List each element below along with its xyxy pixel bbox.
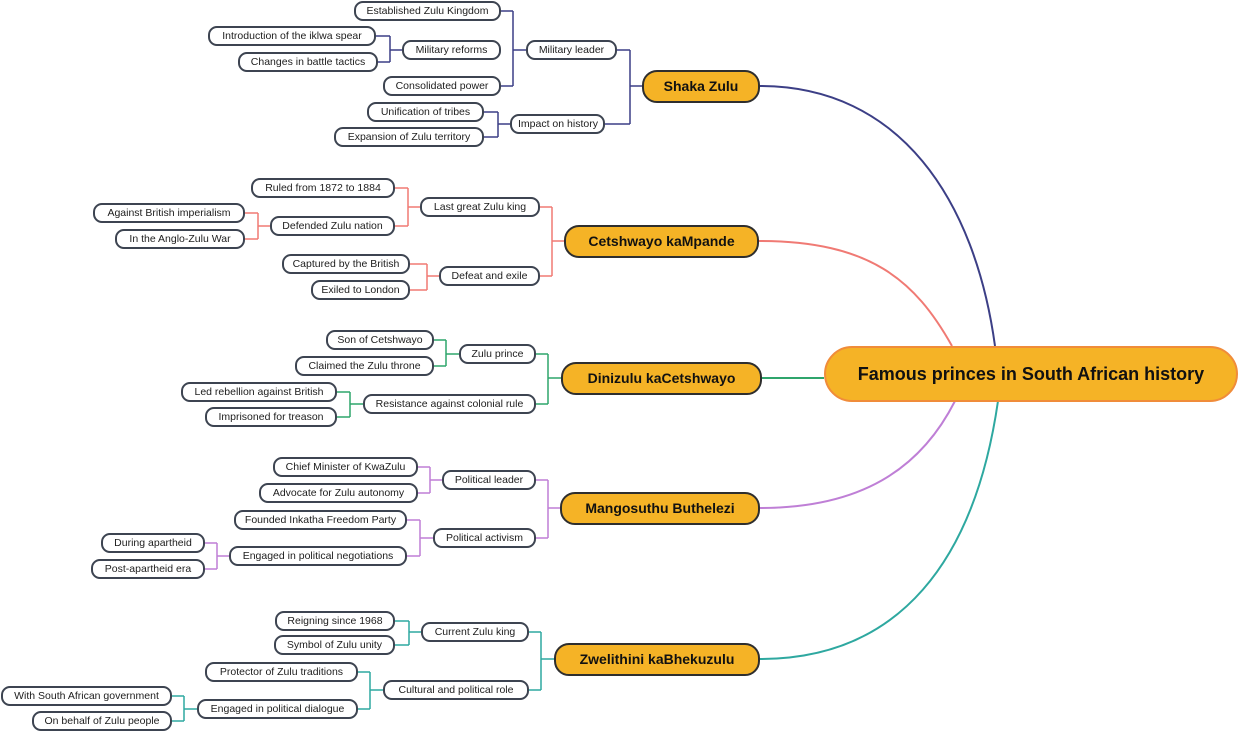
node-ruled-1872-1884[interactable]: Ruled from 1872 to 1884 <box>251 178 395 198</box>
zwelithini-connectors <box>172 620 554 722</box>
node-reigning-since-1968[interactable]: Reigning since 1968 <box>275 611 395 631</box>
node-against-british-imperialism[interactable]: Against British imperialism <box>93 203 245 223</box>
node-symbol-zulu-unity[interactable]: Symbol of Zulu unity <box>274 635 395 655</box>
shaka-connectors <box>376 10 642 138</box>
node-resistance-colonial-rule[interactable]: Resistance against colonial rule <box>363 394 536 414</box>
node-captured-by-british[interactable]: Captured by the British <box>282 254 410 274</box>
connector-root-cetshwayo <box>758 240 953 347</box>
root-topic[interactable]: Famous princes in South African history <box>824 346 1238 402</box>
cetshwayo-connectors <box>245 187 564 291</box>
main-topic-cetshwayo[interactable]: Cetshwayo kaMpande <box>564 225 759 258</box>
node-political-negotiations[interactable]: Engaged in political negotiations <box>229 546 407 566</box>
node-impact-on-history[interactable]: Impact on history <box>510 114 605 134</box>
main-topic-mangosuthu[interactable]: Mangosuthu Buthelezi <box>560 492 760 525</box>
node-engaged-political-dialogue[interactable]: Engaged in political dialogue <box>197 699 358 719</box>
node-zulu-prince[interactable]: Zulu prince <box>459 344 536 364</box>
node-during-apartheid[interactable]: During apartheid <box>101 533 205 553</box>
mangosuthu-connectors <box>205 466 560 570</box>
node-battle-tactics[interactable]: Changes in battle tactics <box>238 52 378 72</box>
node-military-leader[interactable]: Military leader <box>526 40 617 60</box>
node-advocate-zulu-autonomy[interactable]: Advocate for Zulu autonomy <box>259 483 418 503</box>
node-imprisoned-for-treason[interactable]: Imprisoned for treason <box>205 407 337 427</box>
node-anglo-zulu-war[interactable]: In the Anglo-Zulu War <box>115 229 245 249</box>
node-defeat-and-exile[interactable]: Defeat and exile <box>439 266 540 286</box>
node-with-sa-government[interactable]: With South African government <box>1 686 172 706</box>
node-protector-zulu-traditions[interactable]: Protector of Zulu traditions <box>205 662 358 682</box>
connector-root-mangosuthu <box>759 400 956 509</box>
connector-root-zwelithini <box>759 400 999 660</box>
main-topic-shaka-zulu[interactable]: Shaka Zulu <box>642 70 760 103</box>
node-last-great-zulu-king[interactable]: Last great Zulu king <box>420 197 540 217</box>
main-topic-dinizulu[interactable]: Dinizulu kaCetshwayo <box>561 362 762 395</box>
connector-root-shaka <box>759 85 996 347</box>
node-political-activism[interactable]: Political activism <box>433 528 536 548</box>
node-post-apartheid-era[interactable]: Post-apartheid era <box>91 559 205 579</box>
node-cultural-political-role[interactable]: Cultural and political role <box>383 680 529 700</box>
node-unification-of-tribes[interactable]: Unification of tribes <box>367 102 484 122</box>
node-founded-inkatha[interactable]: Founded Inkatha Freedom Party <box>234 510 407 530</box>
node-current-zulu-king[interactable]: Current Zulu king <box>421 622 529 642</box>
node-iklwa-spear[interactable]: Introduction of the iklwa spear <box>208 26 376 46</box>
node-expansion-of-territory[interactable]: Expansion of Zulu territory <box>334 127 484 147</box>
node-exiled-to-london[interactable]: Exiled to London <box>311 280 410 300</box>
main-topic-zwelithini[interactable]: Zwelithini kaBhekuzulu <box>554 643 760 676</box>
node-son-of-cetshwayo[interactable]: Son of Cetshwayo <box>326 330 434 350</box>
dinizulu-connectors <box>337 339 561 418</box>
node-political-leader[interactable]: Political leader <box>442 470 536 490</box>
node-military-reforms[interactable]: Military reforms <box>402 40 501 60</box>
node-consolidated-power[interactable]: Consolidated power <box>383 76 501 96</box>
node-established-zulu-kingdom[interactable]: Established Zulu Kingdom <box>354 1 501 21</box>
node-claimed-zulu-throne[interactable]: Claimed the Zulu throne <box>295 356 434 376</box>
node-led-rebellion[interactable]: Led rebellion against British <box>181 382 337 402</box>
node-on-behalf-zulu-people[interactable]: On behalf of Zulu people <box>32 711 172 731</box>
node-defended-zulu-nation[interactable]: Defended Zulu nation <box>270 216 395 236</box>
node-chief-minister-kwazulu[interactable]: Chief Minister of KwaZulu <box>273 457 418 477</box>
